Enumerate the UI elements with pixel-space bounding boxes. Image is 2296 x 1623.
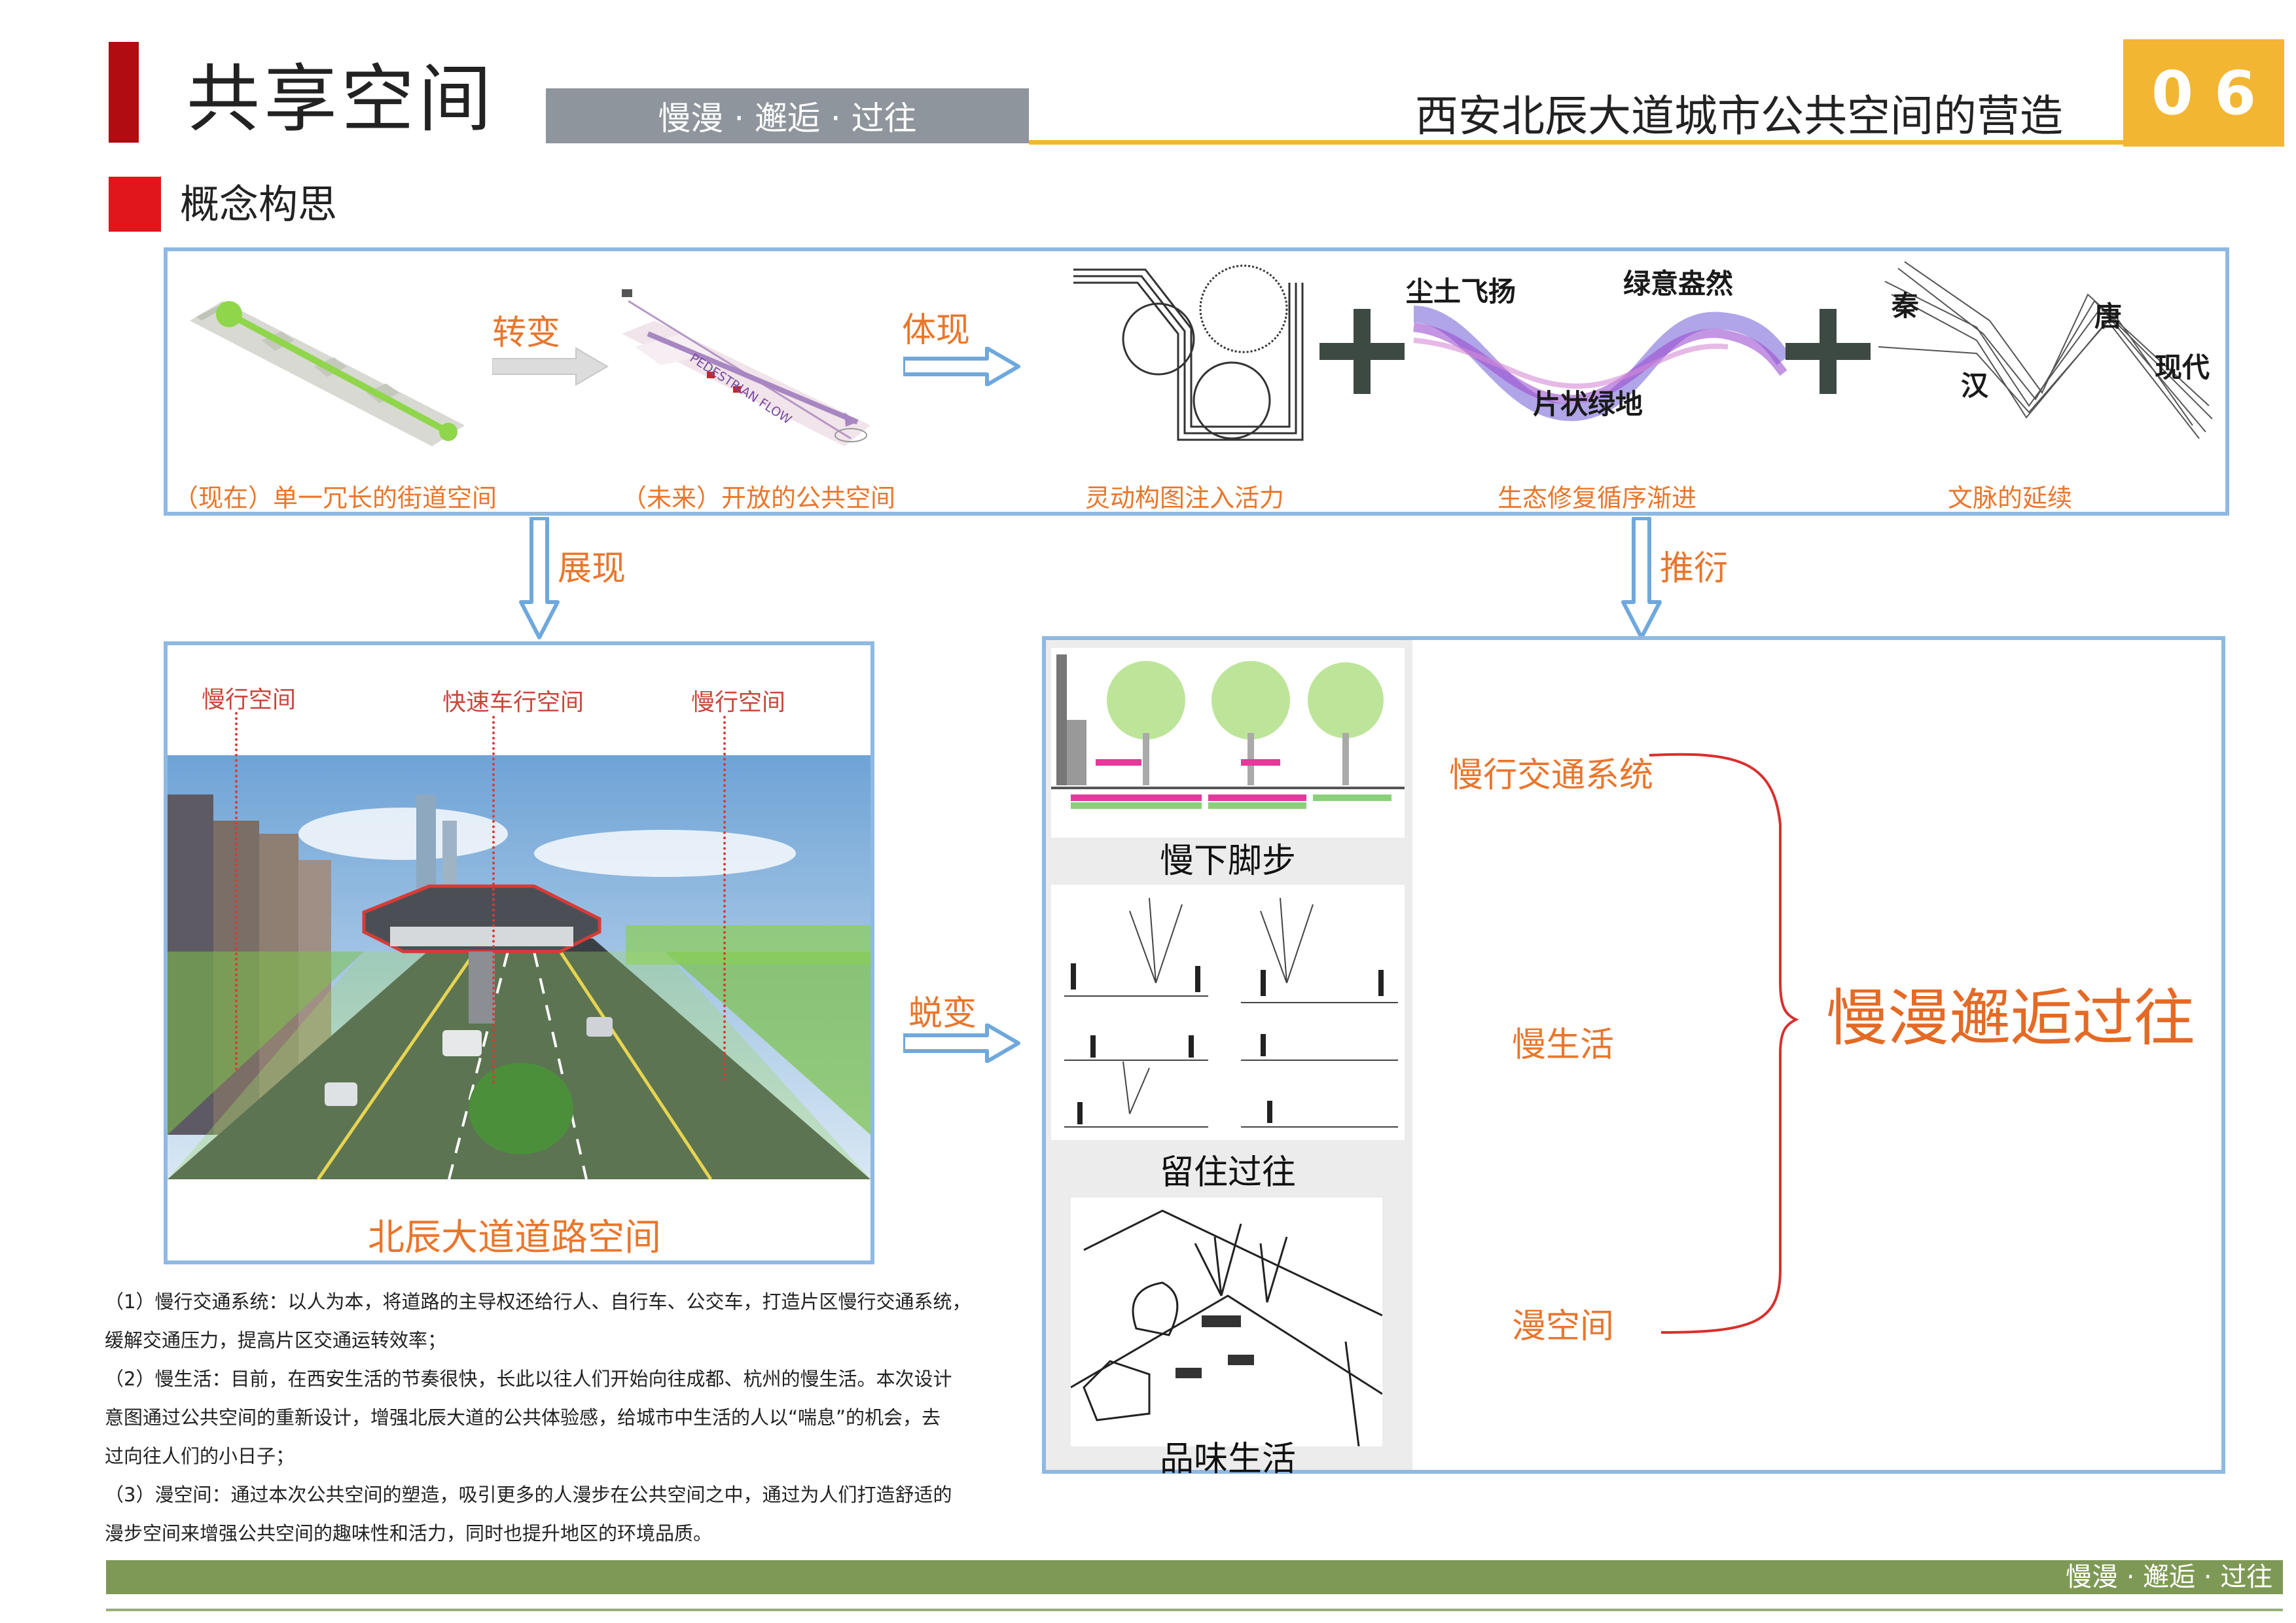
system-wander-space: 漫空间 <box>1512 1307 1615 1346</box>
thumbnail-caption-1: 慢下脚步 <box>1159 841 1296 881</box>
era-label-modern: 现代 <box>2155 351 2210 383</box>
lane-divider-left <box>235 712 238 1071</box>
section-title: 概念构思 <box>180 182 337 228</box>
flow-label-present: 展现 <box>558 549 626 588</box>
concept-caption-2: （未来）开放的公共空间 <box>622 484 896 512</box>
header-yellow-line <box>1029 140 2123 145</box>
section-marker-stripe <box>161 177 169 232</box>
arrow-label-embody: 体现 <box>902 311 971 350</box>
page-number: 0 6 <box>2123 39 2284 147</box>
current-street-illustration <box>190 301 465 446</box>
lane-label-slow-right: 慢行空间 <box>691 689 786 716</box>
era-label-han: 汉 <box>1961 370 1989 402</box>
description-block: （1）慢行交通系统：以人为本，将道路的主导权还给行人、自行车、公交车，打造片区慢… <box>105 1283 1034 1553</box>
retain-past-thumbnail <box>1051 885 1405 1140</box>
lane-label-fast: 快速车行空间 <box>442 689 584 716</box>
slogan-banner: 慢漫 · 邂逅 · 过往 <box>546 88 1029 143</box>
description-line: （3）漫空间：通过本次公共空间的塑造，吸引更多的人漫步在公共空间之中，通过为人们… <box>105 1484 952 1506</box>
description-line: （1）慢行交通系统：以人为本，将道路的主导权还给行人、自行车、公交车，打造片区慢… <box>105 1291 971 1313</box>
description-line: 缓解交通压力，提高片区交通运转效率； <box>105 1329 447 1351</box>
page-title: 共享空间 <box>187 57 495 142</box>
down-arrow-left-icon <box>519 517 560 639</box>
concept-caption-5: 文脉的延续 <box>1948 484 2073 512</box>
section-marker-red <box>109 177 161 232</box>
savor-life-thumbnail <box>1071 1198 1382 1446</box>
system-slow-traffic: 慢行交通系统 <box>1449 756 1654 795</box>
road-rendering <box>168 755 870 1179</box>
era-label-qin: 秦 <box>1892 290 1920 322</box>
summary-phrase: 慢漫邂逅过往 <box>1826 983 2196 1054</box>
eco-label-patch: 片状绿地 <box>1533 388 1643 420</box>
system-slow-life: 慢生活 <box>1512 1026 1615 1065</box>
dynamic-composition-illustration <box>1073 264 1304 441</box>
concept-caption-1: （现在）单一冗长的街道空间 <box>173 484 497 512</box>
concept-caption-4: 生态修复循序渐进 <box>1498 484 1697 512</box>
header-red-bar <box>109 42 139 143</box>
blue-right-arrow-icon <box>903 1024 1020 1063</box>
thumbnail-caption-3: 品味生活 <box>1159 1439 1296 1479</box>
footer-rule <box>106 1609 2283 1611</box>
lane-divider-center <box>492 716 495 1084</box>
slow-walk-thumbnail <box>1051 648 1405 838</box>
footer-slogan: 慢漫 · 邂逅 · 过往 <box>2066 1562 2273 1592</box>
lane-label-slow-left: 慢行空间 <box>202 687 296 713</box>
description-line: 漫步空间来增强公共空间的趣味性和活力，同时也提升地区的环境品质。 <box>105 1522 713 1544</box>
gray-right-arrow-icon <box>492 347 609 386</box>
flow-label-metamorphose: 蜕变 <box>908 994 977 1033</box>
eco-label-green: 绿意盎然 <box>1623 268 1734 300</box>
eco-label-dust: 尘土飞扬 <box>1406 276 1516 308</box>
arrow-label-transform: 转变 <box>492 313 561 353</box>
era-label-tang: 唐 <box>2094 300 2123 332</box>
ecology-ribbon-illustration <box>1413 306 1787 421</box>
plus-icon <box>1785 309 1871 394</box>
flow-label-deduce: 推衍 <box>1660 549 1729 588</box>
down-arrow-right-icon <box>1621 517 1662 639</box>
road-section-caption: 北辰大道道路空间 <box>368 1217 661 1259</box>
concept-row-frame <box>164 247 2229 516</box>
grouping-brace <box>1649 753 1799 1334</box>
future-space-illustration <box>622 289 870 446</box>
road-section-frame <box>164 641 874 1264</box>
thumbnail-caption-2: 留住过往 <box>1159 1152 1296 1192</box>
concept-caption-3: 灵动构图注入活力 <box>1085 484 1285 512</box>
description-line: 意图通过公共空间的重新设计，增强北辰大道的公共体验感，给城市中生活的人以“喘息”… <box>105 1406 941 1429</box>
description-line: （2）慢生活：目前，在西安生活的节奏很快，长此以往人们开始向往成都、杭州的慢生活… <box>105 1368 952 1390</box>
plus-icon <box>1319 309 1405 394</box>
concepts-panel-frame <box>1042 636 2225 1474</box>
project-title: 西安北辰大道城市公共空间的营造 <box>1415 91 2063 141</box>
cultural-lines-illustration <box>1878 261 2213 439</box>
description-line: 过向往人们的小日子； <box>105 1445 295 1467</box>
blue-right-arrow-icon <box>903 347 1020 386</box>
footer-bar <box>106 1560 2283 1594</box>
lane-divider-right <box>723 716 726 1081</box>
